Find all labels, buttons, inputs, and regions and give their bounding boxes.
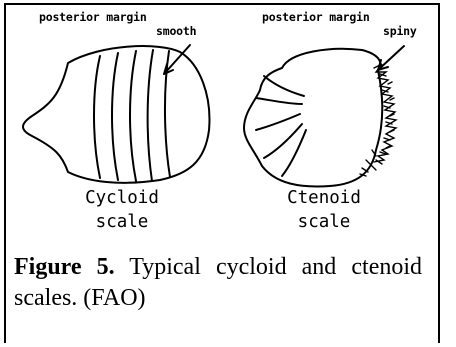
ctenoid-spines — [360, 64, 396, 176]
ctenoid-ridge — [256, 98, 302, 104]
cycloid-ridge — [130, 51, 136, 181]
cycloid-name-line2: scale — [52, 210, 192, 234]
cycloid-ridge — [112, 53, 118, 180]
figure-caption: Figure 5. Typical cycloid and ctenoid sc… — [14, 252, 422, 314]
ctenoid-name-line2: scale — [254, 210, 394, 234]
cycloid-ridge — [94, 56, 100, 178]
ctenoid-ridge — [282, 130, 306, 176]
ctenoid-scale-name: Ctenoid scale — [254, 186, 394, 234]
ctenoid-scale-outline — [244, 49, 382, 187]
ctenoid-arrow-line — [378, 46, 404, 70]
ctenoid-name-line1: Ctenoid — [254, 186, 394, 210]
cycloid-scale-name: Cycloid scale — [52, 186, 192, 234]
cycloid-name-line1: Cycloid — [52, 186, 192, 210]
figure-label: Figure 5. — [14, 254, 115, 280]
ctenoid-ridge — [256, 114, 300, 130]
ctenoid-ridge — [264, 76, 304, 96]
cycloid-ridge — [148, 50, 153, 181]
